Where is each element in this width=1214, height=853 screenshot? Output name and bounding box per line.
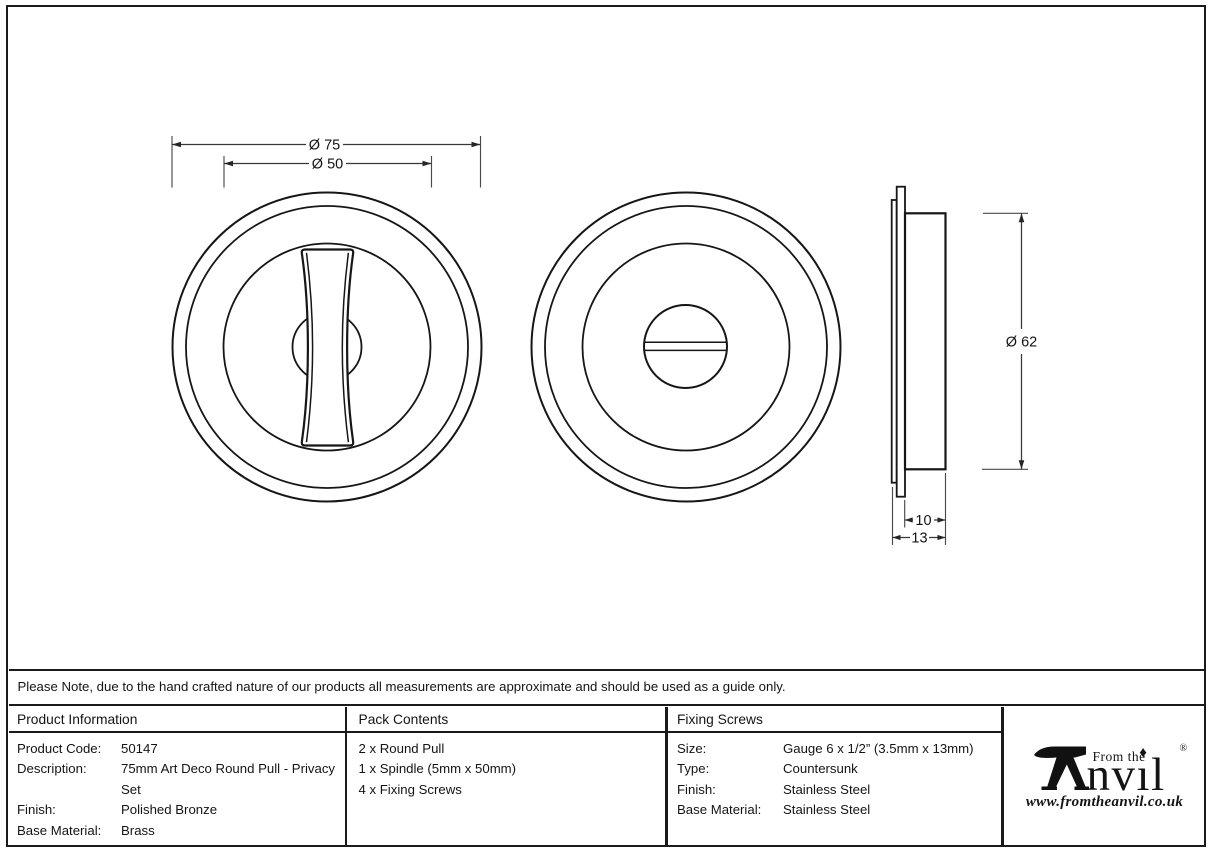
field-label: Product Code:: [17, 740, 102, 756]
thumbturn-outline: [300, 248, 355, 447]
logo-url: www.fromtheanvil.co.uk: [1025, 793, 1184, 810]
dim-label-62: Ø 62: [1006, 334, 1037, 350]
thumbturn-inner-line-right: [341, 252, 350, 443]
table-separator-1: [344, 706, 347, 846]
dim-label-13: 13: [911, 531, 927, 547]
front-view-pull: [171, 191, 483, 503]
brand-logo-cell: From the nvı♦l ® www.fromtheanvil.co.uk: [1004, 707, 1206, 847]
table-separator-2: [665, 706, 668, 846]
dimension-75: Ø 75: [171, 136, 482, 188]
pack-item: 4 x Fixing Screws: [358, 781, 462, 797]
logo-word-end: l: [1151, 748, 1166, 801]
diamond-icon: ♦: [1139, 745, 1149, 762]
field-value: 75mm Art Deco Round Pull - Privacy Set: [121, 761, 336, 797]
field-value: Stainless Steel: [783, 802, 871, 817]
field-label: Finish:: [17, 802, 56, 817]
field-value: 50147: [121, 740, 158, 756]
note-bar: Please Note, due to the hand crafted nat…: [8, 668, 1206, 707]
pack-item: 1 x Spindle (5mm x 50mm): [358, 761, 517, 777]
table-separator-3: [1001, 706, 1004, 846]
field-value: Stainless Steel: [783, 781, 871, 797]
dimension-13: 13: [891, 487, 946, 547]
table-header-underline: [8, 731, 1004, 734]
dim-label-50: Ø 50: [312, 157, 343, 173]
field-label: Type:: [677, 761, 710, 776]
logo-prefix: From the: [1092, 748, 1146, 764]
field-label: Base Material:: [17, 822, 102, 838]
pack-contents-cell: 2 x Round Pull 1 x Spindle (5mm x 50mm) …: [359, 739, 659, 801]
field-value: Polished Bronze: [121, 802, 218, 817]
dimension-62: Ø 62: [982, 212, 1037, 470]
header-pack-contents: Pack Contents: [358, 711, 449, 727]
anvil-icon: [1033, 746, 1089, 790]
header-product-information: Product Information: [17, 711, 138, 727]
dimension-50: Ø 50: [223, 156, 433, 188]
fixing-screws-cell: Size: Gauge 6 x 1/2” (3.5mm x 13mm) Type…: [677, 739, 995, 821]
release-screw-circle: [643, 304, 728, 389]
field-label: Description:: [17, 761, 87, 776]
field-label: Base Material:: [677, 802, 762, 817]
field-value: Brass: [121, 822, 155, 838]
logo-word-start: nv: [1086, 748, 1137, 801]
pack-item: 2 x Round Pull: [358, 740, 445, 756]
side-cup-body: [903, 212, 947, 471]
field-label: Size:: [677, 740, 707, 756]
note-text: Please Note, due to the hand crafted nat…: [17, 678, 786, 694]
front-view-release: [530, 191, 842, 503]
side-faceplate: [895, 185, 906, 498]
thumbturn-inner-line-left: [305, 252, 314, 443]
side-view: [890, 185, 947, 498]
header-fixing-screws: Fixing Screws: [677, 711, 763, 727]
field-label: Finish:: [677, 781, 716, 797]
dim-label-10: 10: [915, 513, 931, 529]
logo-wordmark: nvı♦l: [1086, 745, 1166, 801]
field-value: Countersunk: [783, 761, 858, 776]
field-value: Gauge 6 x 1/2” (3.5mm x 13mm): [783, 740, 974, 756]
product-information-cell: Product Code: 50147 Description: 75mm Ar…: [17, 739, 344, 842]
dim-label-75: Ø 75: [309, 138, 340, 154]
logo-letter-i: ı♦: [1136, 745, 1152, 801]
dimension-10: 10: [904, 473, 947, 545]
registered-mark: ®: [1179, 742, 1188, 754]
